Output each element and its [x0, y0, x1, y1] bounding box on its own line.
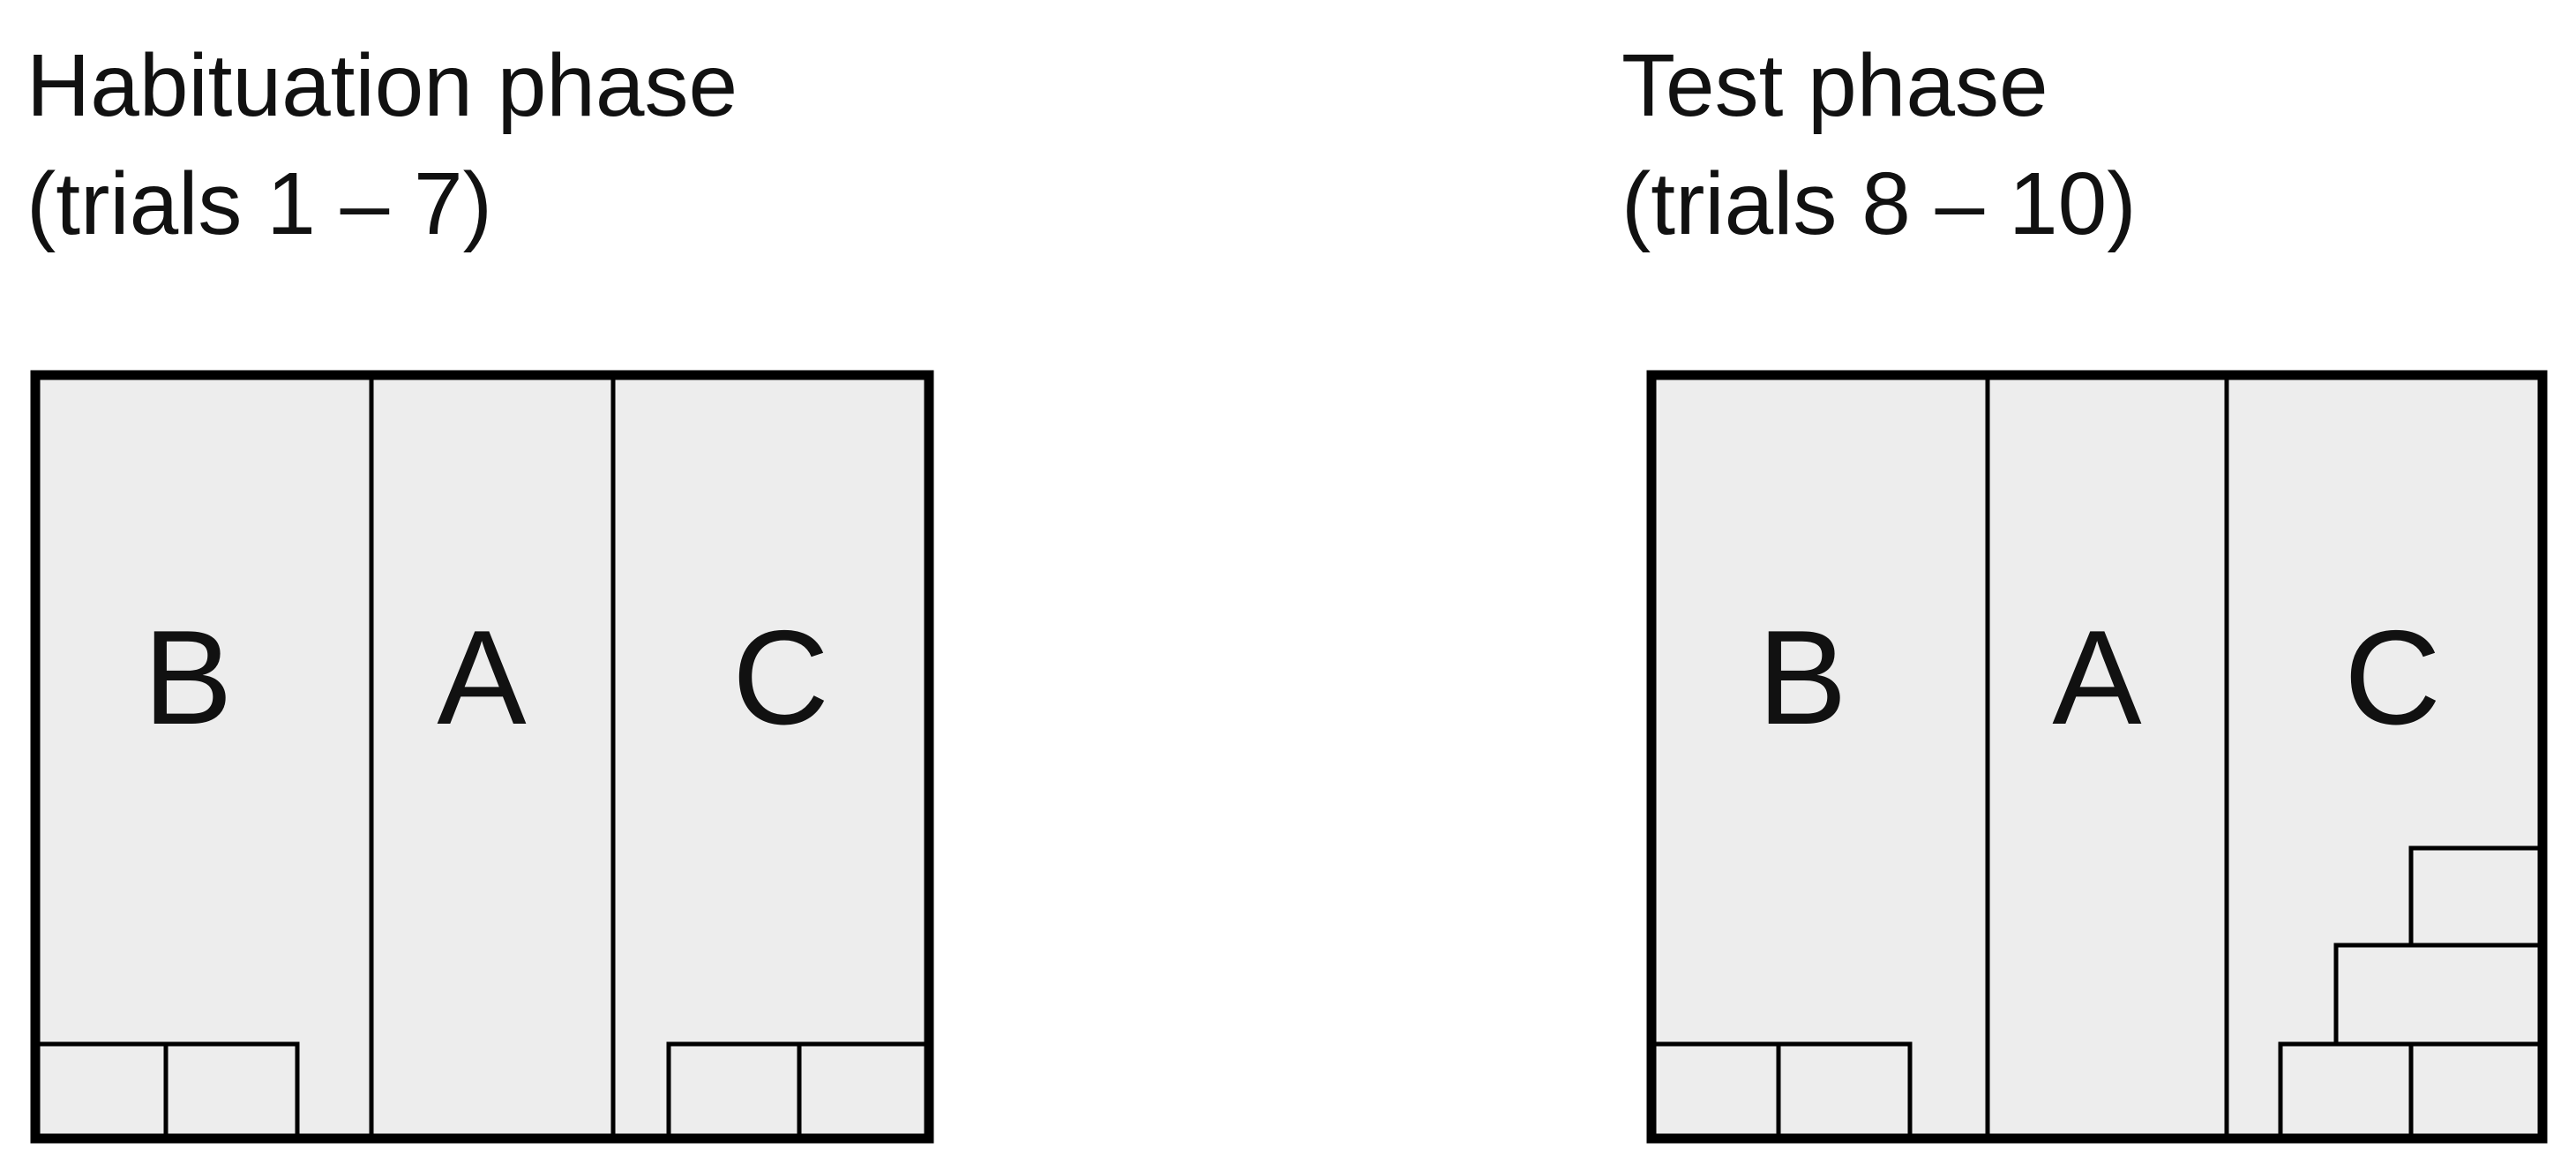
test-block-c-top [2408, 845, 2545, 948]
habituation-block-c-1 [666, 1041, 802, 1141]
test-block-b-2 [1776, 1041, 1913, 1141]
habituation-frame [30, 370, 934, 1144]
test-apparatus: B A C [1646, 370, 2548, 1144]
habituation-title-line2: (trials 1 – 7) [26, 154, 492, 253]
test-room-c-label: C [2344, 603, 2441, 753]
test-phase-title: Test phase (trials 8 – 10) [1621, 26, 2137, 263]
habituation-block-b-2 [163, 1041, 300, 1141]
test-room-a-label: A [2052, 603, 2142, 753]
habituation-floor [35, 375, 929, 1138]
test-title-line2: (trials 8 – 10) [1621, 154, 2137, 253]
test-frame [1646, 370, 2548, 1144]
habituation-apparatus: B A C [30, 370, 934, 1144]
test-block-c-bottom-1 [2278, 1041, 2414, 1141]
test-room-b-label: B [1757, 603, 1846, 753]
habituation-room-a-label: A [437, 603, 527, 753]
habituation-title-line1: Habituation phase [26, 36, 738, 135]
test-block-b-1 [1649, 1041, 1781, 1141]
test-block-c-middle [2333, 943, 2545, 1047]
habituation-phase-title: Habituation phase (trials 1 – 7) [26, 26, 738, 263]
habituation-room-c-label: C [732, 603, 829, 753]
test-title-line1: Test phase [1621, 36, 2048, 135]
test-block-c-bottom-2 [2408, 1041, 2545, 1141]
habituation-block-c-2 [797, 1041, 932, 1141]
habituation-room-b-label: B [143, 603, 232, 753]
habituation-block-b-1 [33, 1041, 168, 1141]
